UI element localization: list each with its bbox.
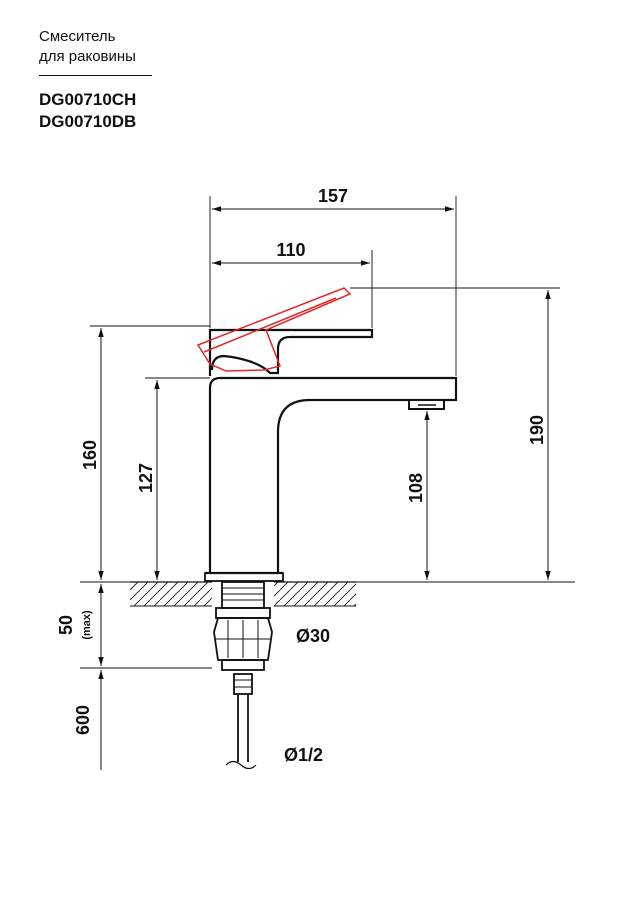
handle-open-position <box>196 287 352 372</box>
flexible-hose <box>225 673 257 770</box>
product-title-line2: для раковины <box>39 48 136 65</box>
dim-50-max-note: (max) <box>81 610 93 640</box>
handle-closed-position <box>208 328 374 376</box>
dim-190-label: 190 <box>527 415 547 445</box>
nut-diameter-label: Ø30 <box>296 626 330 646</box>
dim-157-label: 157 <box>318 186 348 206</box>
dim-50-label: 50 <box>56 615 76 635</box>
dim-600-label: 600 <box>73 705 93 735</box>
extension-lines <box>80 196 575 669</box>
fixing-nut <box>213 617 273 671</box>
dim-110-label: 110 <box>276 240 305 260</box>
dimension-lines <box>98 206 551 770</box>
hose-connection-label: Ø1/2 <box>284 745 323 765</box>
model-code-db: DG00710DB <box>39 112 137 131</box>
header-underline <box>39 75 152 76</box>
dim-160-label: 160 <box>80 440 100 470</box>
aerator <box>408 399 445 410</box>
dim-127-label: 127 <box>136 463 156 493</box>
product-title-line1: Смеситель <box>39 28 116 45</box>
faucet-body <box>204 376 458 582</box>
model-code-ch: DG00710CH <box>39 90 137 109</box>
dim-108-label: 108 <box>406 473 426 503</box>
